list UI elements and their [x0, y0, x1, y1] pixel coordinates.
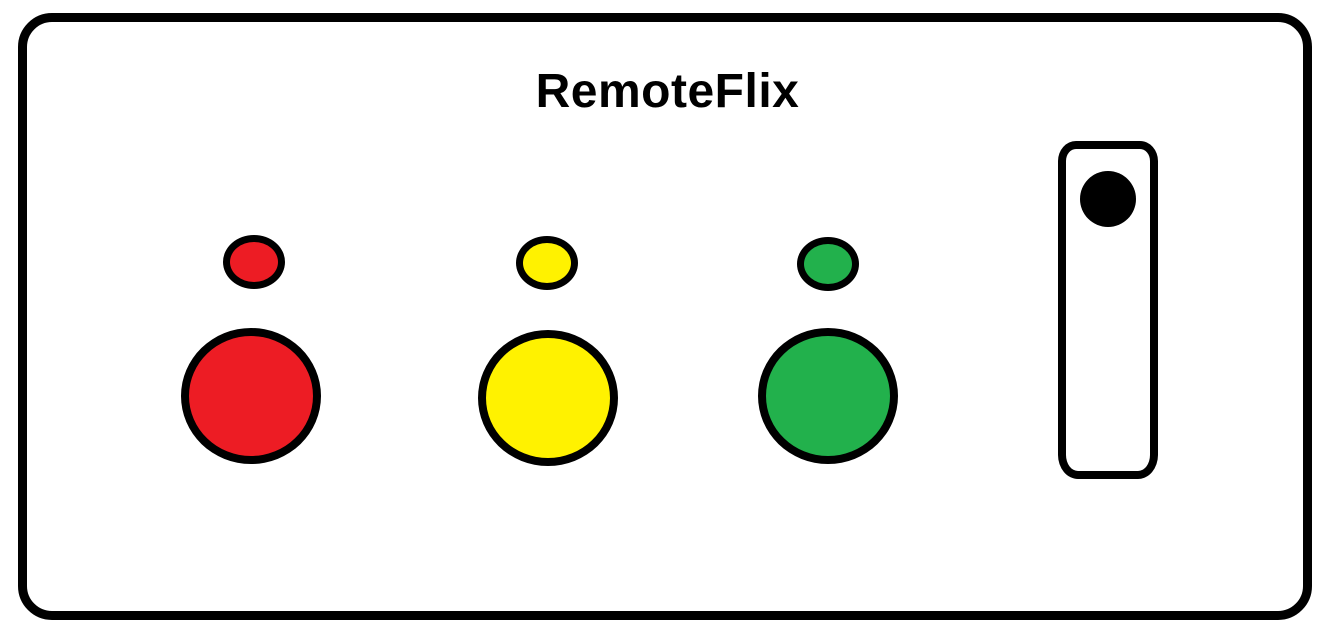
green-button[interactable] [758, 328, 898, 464]
indicator-light-green [797, 237, 859, 291]
yellow-button[interactable] [478, 330, 618, 466]
indicator-light-red [223, 235, 285, 289]
device-title: RemoteFlix [535, 65, 800, 118]
indicator-light-yellow [516, 236, 578, 290]
red-button[interactable] [181, 328, 321, 464]
slide-switch[interactable] [1058, 141, 1158, 479]
switch-knob[interactable] [1080, 171, 1136, 227]
